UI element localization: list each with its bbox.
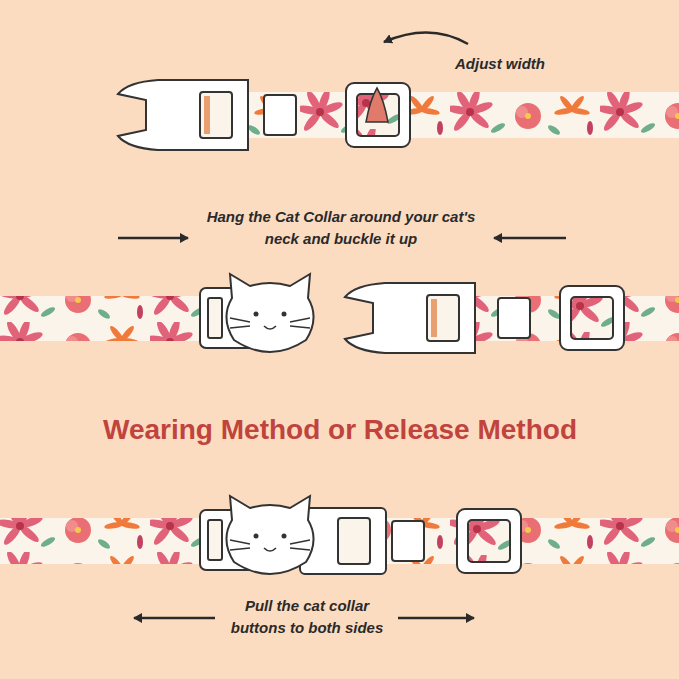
instruction-note: Hang the Cat Collar around your cat's ne… xyxy=(196,206,486,250)
title-text: Wearing Method or Release Method xyxy=(103,414,577,446)
instruction-note: Adjust width xyxy=(440,53,560,75)
instruction-note: Pull the cat collar buttons to both side… xyxy=(218,595,396,639)
